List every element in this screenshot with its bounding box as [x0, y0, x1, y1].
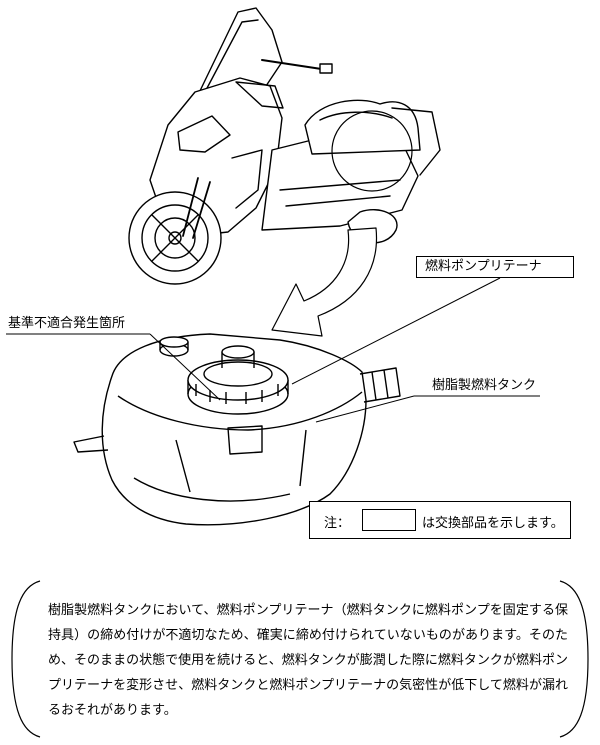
note-text: は交換部品を示します。 — [422, 516, 564, 531]
leader-lines — [6, 277, 540, 423]
note-box: 注： は交換部品を示します。 — [309, 501, 571, 539]
replacement-part-legend-swatch — [362, 509, 416, 531]
note-prefix: 注： — [324, 516, 351, 531]
defect-location-label: 基準不適合発生箇所 — [8, 316, 126, 331]
zoom-arrow — [271, 227, 378, 337]
defect-description: 樹脂製燃料タンクにおいて、燃料ポンプリテーナ（燃料タンクに燃料ポンプを固定する保… — [48, 603, 568, 718]
scooter-drawing — [128, 7, 441, 285]
recall-illustration — [6, 7, 540, 526]
resin-tank-label: 樹脂製燃料タンク — [432, 378, 537, 393]
retainer-label: 燃料ポンプリテーナ — [416, 256, 574, 278]
description-bracket-frame — [11, 580, 589, 738]
fuel-tank-drawing — [73, 333, 401, 526]
